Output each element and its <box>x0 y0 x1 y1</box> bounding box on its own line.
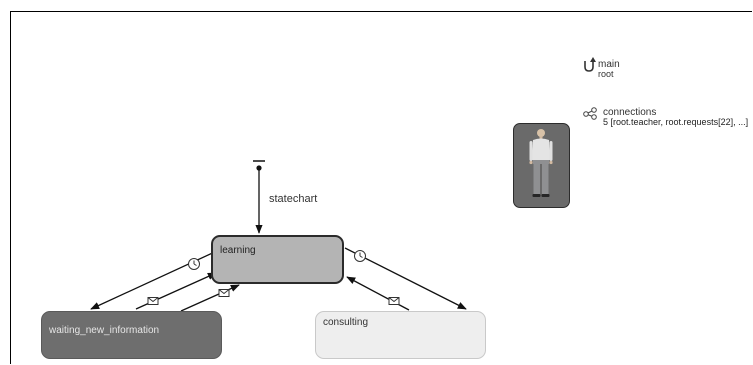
clock-icon <box>354 250 366 262</box>
envelope-icon <box>218 289 230 297</box>
connections-variable-value: 5 [root.teacher, root.requests[22], ...] <box>603 117 749 127</box>
transition-consulting-to-learning[interactable] <box>346 276 410 311</box>
diagram-canvas: statechart learning waiting_new_informat… <box>10 11 752 364</box>
main-variable-value: root <box>598 69 614 79</box>
statechart-entry[interactable] <box>253 160 265 234</box>
statechart-label: statechart <box>269 193 318 205</box>
state-learning-label: learning <box>220 245 256 256</box>
agent-presentation[interactable] <box>513 123 570 208</box>
share-network-icon <box>583 107 597 120</box>
person-figure-icon <box>529 129 553 197</box>
envelope-icon <box>147 297 159 305</box>
transition-waiting-to-learning-lower[interactable] <box>180 284 240 312</box>
connections-variable-name[interactable]: connections <box>603 107 657 118</box>
state-consulting[interactable]: consulting <box>315 311 486 359</box>
return-arrow-icon <box>584 57 596 72</box>
state-waiting-label: waiting_new_information <box>49 325 160 336</box>
main-variable-name[interactable]: main <box>598 59 620 70</box>
envelope-icon <box>388 297 400 305</box>
clock-icon <box>188 258 200 270</box>
state-consulting-label: consulting <box>323 317 369 328</box>
state-waiting-new-information[interactable]: waiting_new_information <box>41 311 222 359</box>
state-learning[interactable]: learning <box>211 235 344 284</box>
